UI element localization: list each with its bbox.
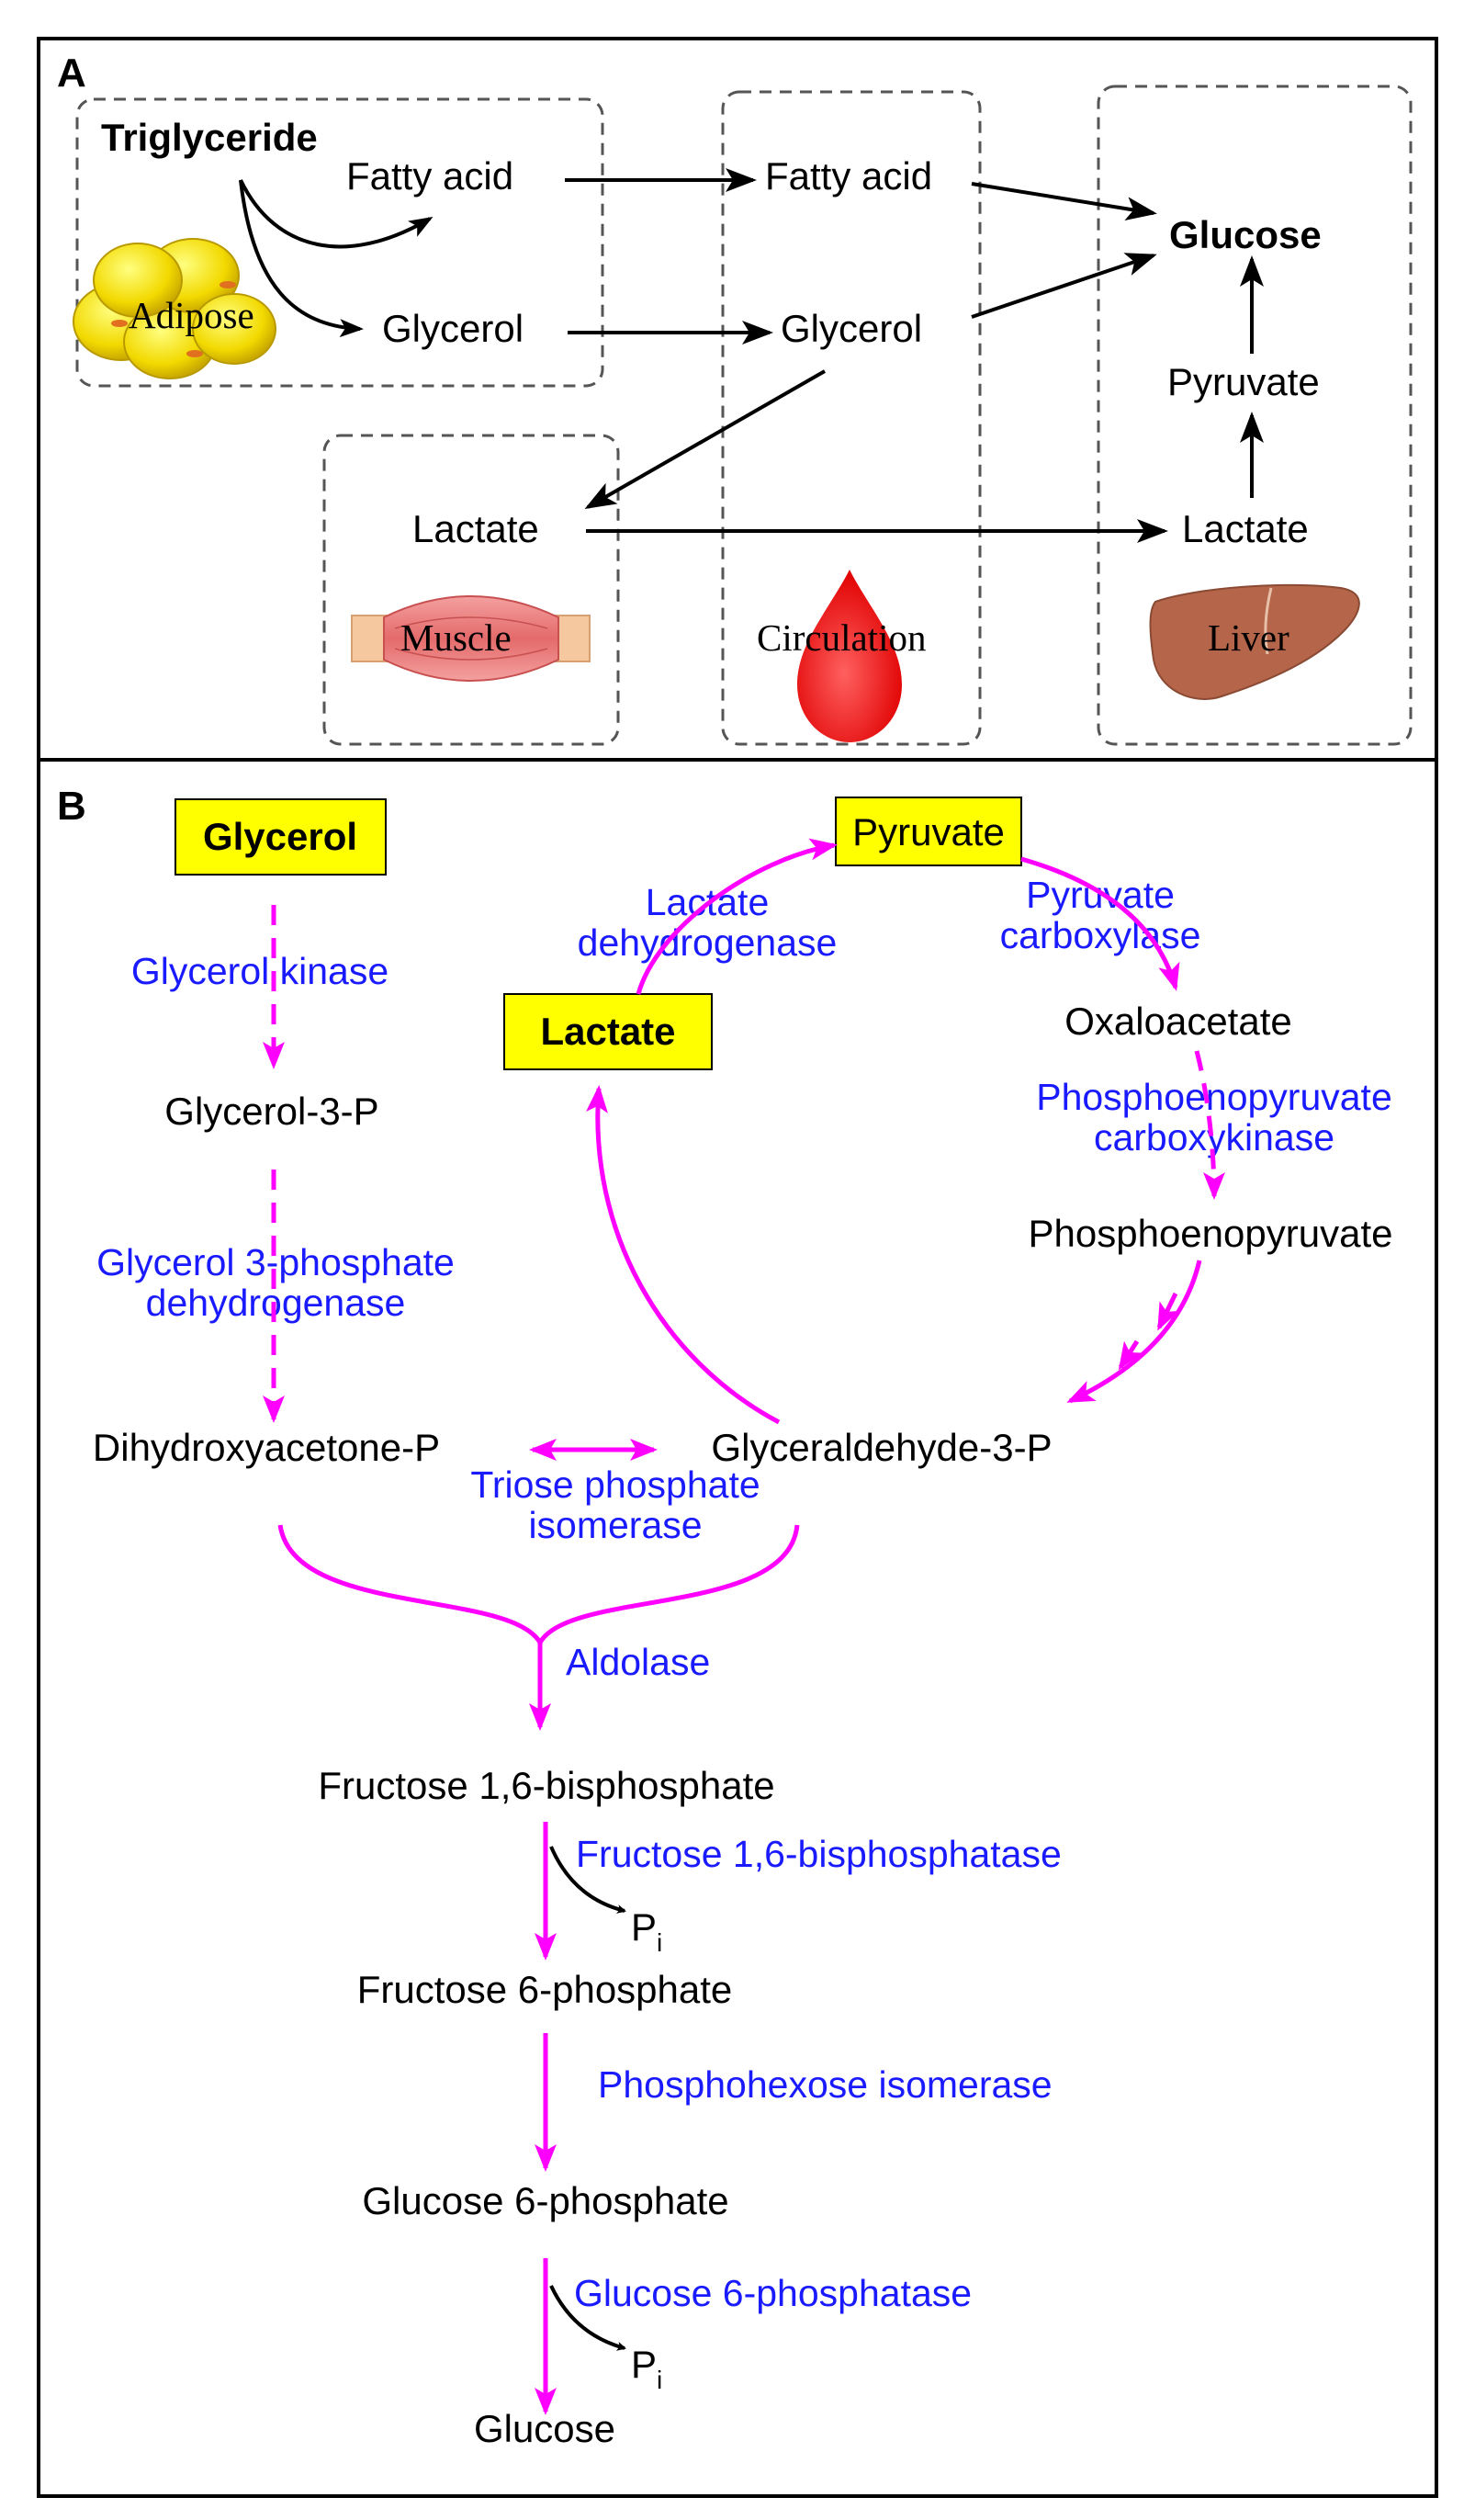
g6pase-label: Glucose 6-phosphatase bbox=[574, 2272, 972, 2314]
arrow-fatty-acid-to-glucose bbox=[971, 182, 1157, 221]
glycerol-kinase-label: Glycerol kinase bbox=[131, 950, 388, 992]
pc-label-line2: carboxylase bbox=[1000, 914, 1201, 956]
fat-cells-icon bbox=[73, 238, 276, 379]
glycerol-box bbox=[175, 798, 387, 876]
glycerol-circulation-label: Glycerol bbox=[781, 307, 922, 350]
pi-label-g6pase: Pi bbox=[631, 2343, 662, 2394]
panel-b: B Glycerol Pyruvate Lactate Glycerol-3-P… bbox=[37, 758, 1438, 2498]
arrow-dhap-to-aldolase bbox=[277, 1524, 543, 1644]
arrowhead-pep-1 bbox=[1156, 1292, 1180, 1331]
f16bp-label: Fructose 1,6-bisphosphate bbox=[318, 1764, 774, 1807]
pepck-label-line1: Phosphoenopyruvate bbox=[1036, 1076, 1392, 1118]
fatty-acid-circulation-label: Fatty acid bbox=[765, 154, 932, 198]
oxaloacetate-label: Oxaloacetate bbox=[1064, 1000, 1292, 1043]
glucose-label: Glucose bbox=[474, 2407, 615, 2450]
panel-b-frame bbox=[37, 758, 1438, 2498]
circulation-compartment bbox=[721, 90, 982, 746]
arrow-g3p-to-lactate bbox=[586, 1085, 781, 1425]
pyruvate-box bbox=[835, 797, 1022, 866]
fbpase-label: Fructose 1,6-bisphosphatase bbox=[576, 1833, 1062, 1875]
arrow-triglyceride-to-fatty-acid bbox=[239, 179, 433, 249]
arrowhead-pep-2 bbox=[1118, 1339, 1143, 1371]
arrow-lactate-to-pyruvate bbox=[636, 838, 838, 995]
f6p-label: Fructose 6-phosphate bbox=[357, 1968, 733, 2011]
muscle-compartment bbox=[322, 434, 620, 746]
blood-drop-icon bbox=[797, 570, 902, 742]
fatty-acid-adipose-label: Fatty acid bbox=[346, 154, 513, 198]
panel-a-letter: A bbox=[57, 51, 86, 96]
arrow-glycerol-to-glucose bbox=[971, 253, 1157, 319]
g3p-label: Glyceraldehyde-3-P bbox=[711, 1426, 1052, 1469]
dhap-label: Dihydroxyacetone-P bbox=[93, 1426, 440, 1469]
ldh-label-line2: dehydrogenase bbox=[578, 921, 838, 964]
liver-icon bbox=[1149, 583, 1360, 700]
arrow-g3p-to-aldolase bbox=[537, 1524, 800, 1644]
triglyceride-label: Triglyceride bbox=[101, 116, 318, 159]
arrow-triglyceride-to-glycerol bbox=[239, 179, 364, 338]
adipose-compartment bbox=[75, 97, 604, 388]
arrow-oxaloacetate-to-pep bbox=[1194, 1050, 1225, 1200]
arrow-glycerol-to-lactate bbox=[584, 369, 826, 509]
glycerol-box-label: Glycerol bbox=[203, 815, 357, 858]
lactate-box-label: Lactate bbox=[540, 1010, 675, 1053]
glycerol-adipose-label: Glycerol bbox=[382, 307, 524, 350]
arrow-pi-release-fbpase bbox=[549, 1846, 626, 1914]
aldolase-label: Aldolase bbox=[566, 1641, 710, 1683]
panel-a: A Adipose Muscle Circulation bbox=[37, 37, 1438, 762]
lactate-box bbox=[503, 993, 713, 1070]
tpi-label-line2: isomerase bbox=[528, 1504, 702, 1546]
pi-label-fbpase: Pi bbox=[631, 1905, 662, 1957]
muscle-icon bbox=[351, 595, 591, 682]
arrow-pyruvate-to-oxaloacetate bbox=[1020, 856, 1180, 991]
glucose-liver-label: Glucose bbox=[1169, 213, 1322, 256]
adipose-label: Adipose bbox=[129, 294, 254, 336]
circulation-label: Circulation bbox=[757, 616, 926, 659]
tpi-label-line1: Triose phosphate bbox=[470, 1463, 760, 1506]
lactate-muscle-label: Lactate bbox=[412, 507, 539, 550]
pep-label: Phosphoenopyruvate bbox=[1029, 1212, 1393, 1255]
phi-label: Phosphohexose isomerase bbox=[598, 2063, 1053, 2106]
g6p-label: Glucose 6-phosphate bbox=[362, 2179, 728, 2222]
liver-label: Liver bbox=[1208, 616, 1289, 659]
lactate-liver-label: Lactate bbox=[1182, 507, 1309, 550]
liver-compartment bbox=[1097, 85, 1413, 746]
pyruvate-box-label: Pyruvate bbox=[852, 810, 1005, 853]
pyruvate-liver-label: Pyruvate bbox=[1167, 360, 1320, 403]
arrow-pi-release-g6pase bbox=[549, 2285, 626, 2351]
arrow-pep-to-g3p bbox=[1066, 1260, 1202, 1404]
muscle-label: Muscle bbox=[400, 616, 512, 659]
glycerol-3p-label: Glycerol-3-P bbox=[164, 1090, 378, 1133]
panel-b-letter: B bbox=[57, 784, 86, 829]
